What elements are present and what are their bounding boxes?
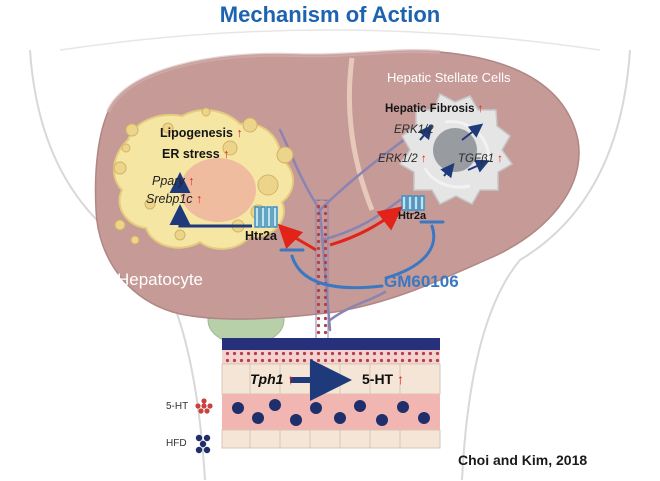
increase-arrow-icon: ↑ xyxy=(223,147,230,161)
stellate-signal-arrows xyxy=(418,123,490,179)
increase-arrow-icon: ↑ xyxy=(477,103,484,115)
serotonin-to-stellate-arrow xyxy=(329,206,403,247)
hfd-cluster-icon xyxy=(195,434,211,454)
fibrosis-label: Hepatic Fibrosis ↑ xyxy=(385,103,483,115)
erk-label-top: ERK1/2 xyxy=(394,124,434,136)
serotonin-text: 5-HT xyxy=(362,371,394,387)
citation: Choi and Kim, 2018 xyxy=(458,452,588,468)
increase-arrow-icon: ↑ xyxy=(397,371,405,387)
hepatocyte-cell xyxy=(113,107,294,250)
legend-hfd-label: HFD xyxy=(166,438,187,449)
stellate-cells-label: Hepatic Stellate Cells xyxy=(387,70,511,85)
serotonin-to-hepatocyte-arrow xyxy=(277,223,317,252)
stellate-htr2a-label: Htr2a xyxy=(398,210,427,222)
hepatocyte-htr2a-receptor xyxy=(254,206,278,228)
hepatocyte-signal-arrow xyxy=(169,204,252,228)
fibrosis-text: Hepatic Fibrosis xyxy=(385,103,475,115)
page-title: Mechanism of Action xyxy=(219,2,441,27)
ppary-text: Ppary xyxy=(152,174,185,188)
er-stress-text: ER stress xyxy=(162,147,220,161)
lipogenesis-label: Lipogenesis ↑ xyxy=(160,126,243,140)
er-stress-label: ER stress ↑ xyxy=(162,147,229,161)
legend-serotonin-label: 5-HT xyxy=(166,401,189,412)
tph1-text: Tph1 xyxy=(250,371,284,387)
erk-label-bottom: ERK1/2 ↑ xyxy=(378,153,427,165)
liver-lobe-divider xyxy=(346,57,375,211)
increase-arrow-icon: ↑ xyxy=(420,153,427,165)
increase-arrow-icon: ↑ xyxy=(188,174,195,188)
erk-text: ERK1/2 xyxy=(378,153,418,165)
tph1-label: Tph1 ↑ xyxy=(250,371,294,387)
liver-lobe-shadow xyxy=(106,48,441,113)
serotonin-cluster-icon xyxy=(195,398,213,414)
srebp1c-text: Srebp1c xyxy=(146,192,193,206)
serotonin-label: 5-HT ↑ xyxy=(362,371,404,387)
stellate-htr2a-receptor xyxy=(401,195,425,211)
intestine xyxy=(221,338,441,449)
srebp1c-label: Srebp1c ↑ xyxy=(146,192,202,206)
tgf-label: TGFβ1 ↑ xyxy=(458,153,503,165)
tgf-text: TGFβ1 xyxy=(458,153,494,165)
ppary-label: Ppary ↑ xyxy=(152,174,194,188)
increase-arrow-icon: ↑ xyxy=(236,126,243,140)
hfd-particles xyxy=(232,399,430,426)
drug-inhibition-lines xyxy=(279,220,445,290)
lipogenesis-text: Lipogenesis xyxy=(160,126,233,140)
portal-vein xyxy=(315,199,329,341)
stellate-cell xyxy=(398,92,514,211)
increase-arrow-icon: ↑ xyxy=(287,371,295,387)
increase-arrow-icon: ↑ xyxy=(497,153,503,165)
increase-arrow-icon: ↑ xyxy=(196,192,203,206)
hepatocyte-label: Hepatocyte xyxy=(117,270,203,289)
hepatocyte-htr2a-label: Htr2a xyxy=(245,229,277,243)
drug-label: GM60106 xyxy=(384,272,459,291)
